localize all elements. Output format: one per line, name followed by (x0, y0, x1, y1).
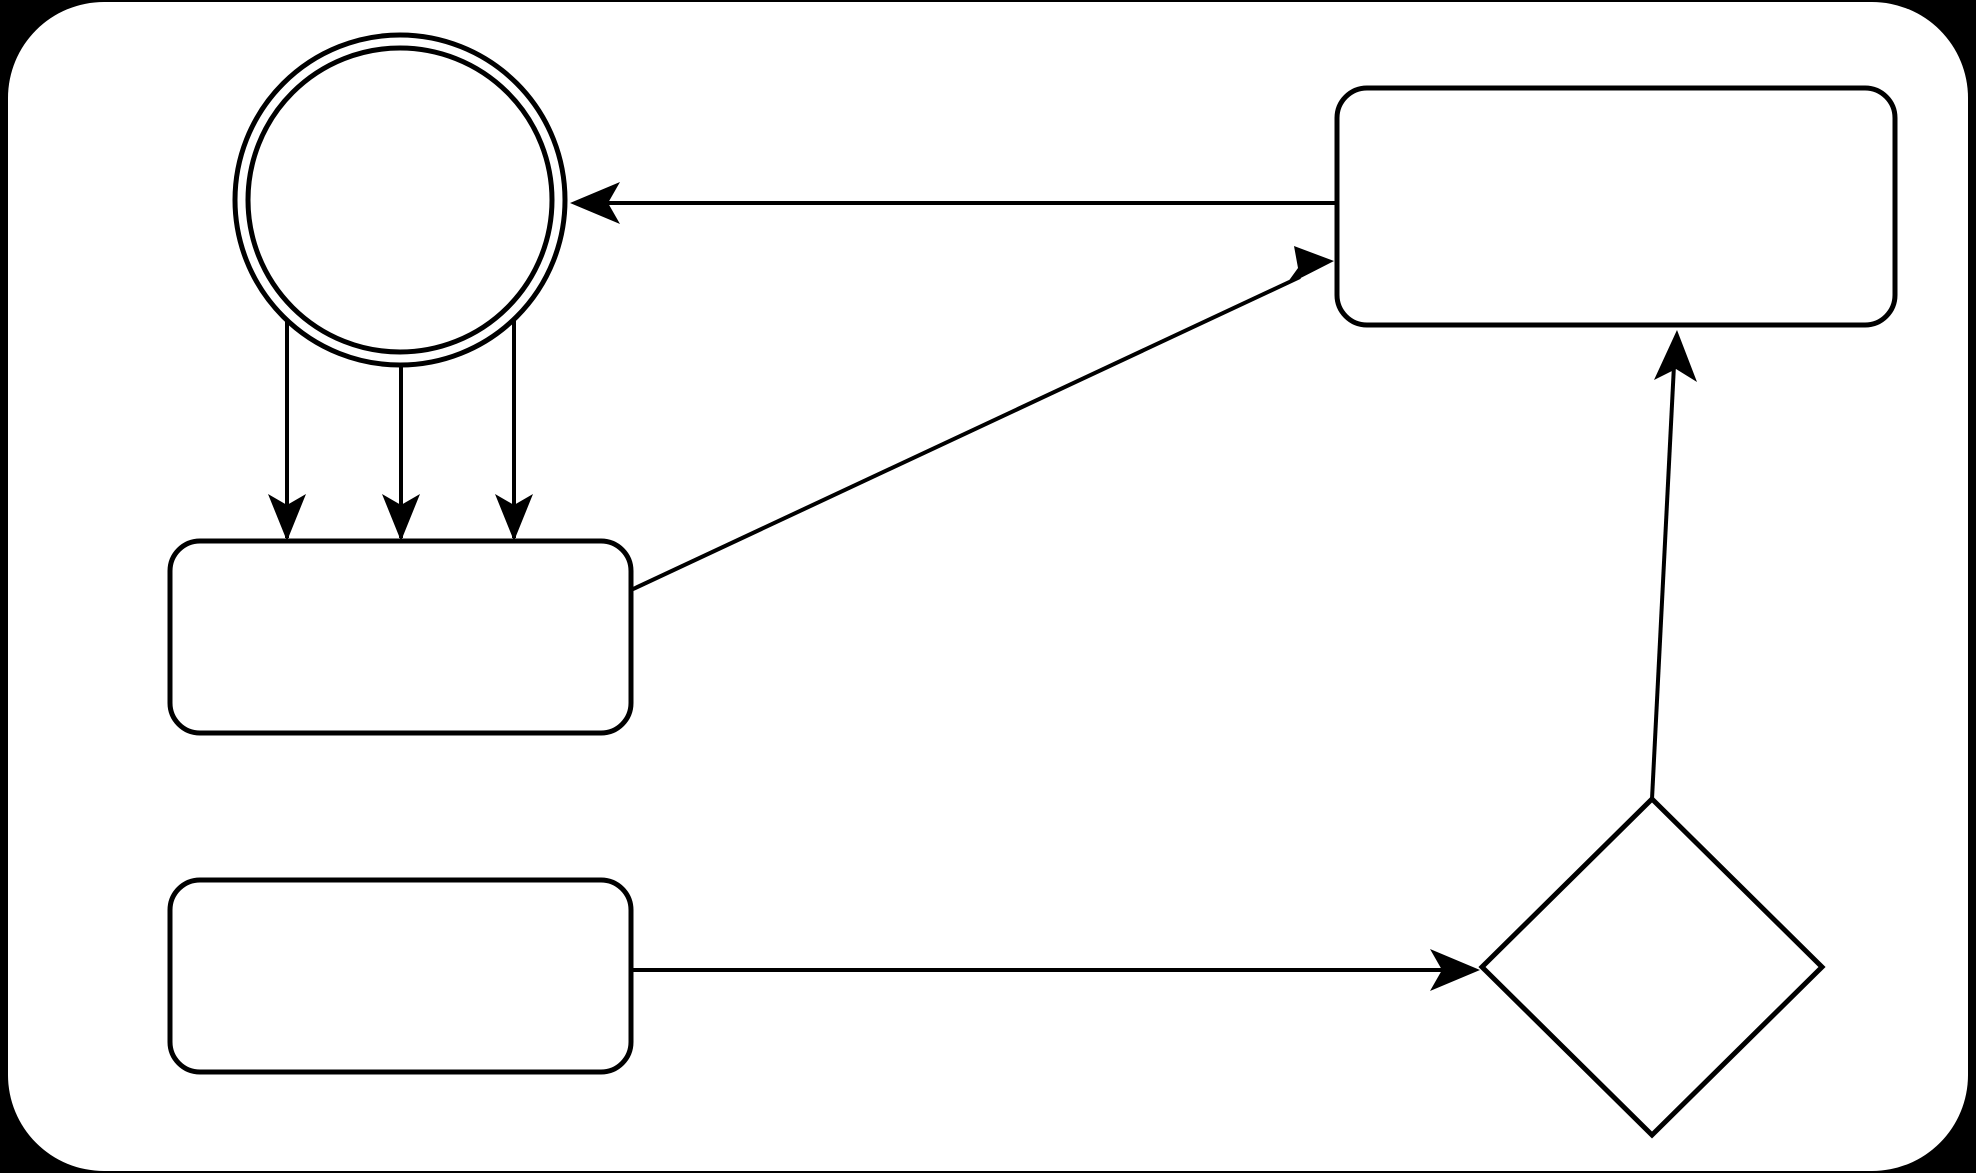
rounded-rect-shape (1334, 85, 1898, 328)
node-double-circle[interactable] (232, 32, 568, 368)
diamond-shape (1478, 795, 1826, 1139)
edge-diamond-to-rect-right[interactable] (1650, 330, 1697, 800)
edge-line (630, 275, 1301, 592)
edge-rect-bottom-left-to-diamond[interactable] (631, 949, 1480, 991)
arrow-head-icon (570, 182, 620, 224)
arrow-head-icon (1654, 330, 1697, 382)
edge-circle-to-rect-left-2[interactable] (382, 366, 420, 541)
node-rect-bottom-left[interactable] (167, 877, 634, 1075)
arrow-head-icon (1430, 949, 1480, 991)
arrow-head-icon (268, 494, 306, 541)
arrow-head-icon (1285, 246, 1334, 286)
edge-circle-to-rect-left-3[interactable] (495, 280, 533, 541)
node-diamond[interactable] (1478, 795, 1826, 1139)
rounded-rect-shape (167, 877, 634, 1075)
edge-line (1650, 364, 1676, 800)
node-rect-top-left[interactable] (167, 538, 634, 736)
edge-rect-right-to-circle[interactable] (570, 182, 1337, 224)
edge-rect-left-to-rect-right[interactable] (630, 246, 1334, 592)
arrow-head-icon (382, 494, 420, 541)
node-rect-top-right[interactable] (1334, 85, 1898, 328)
rounded-rect-shape (167, 538, 634, 736)
arrow-head-icon (495, 494, 533, 541)
double-circle-inner-ring (245, 45, 555, 355)
